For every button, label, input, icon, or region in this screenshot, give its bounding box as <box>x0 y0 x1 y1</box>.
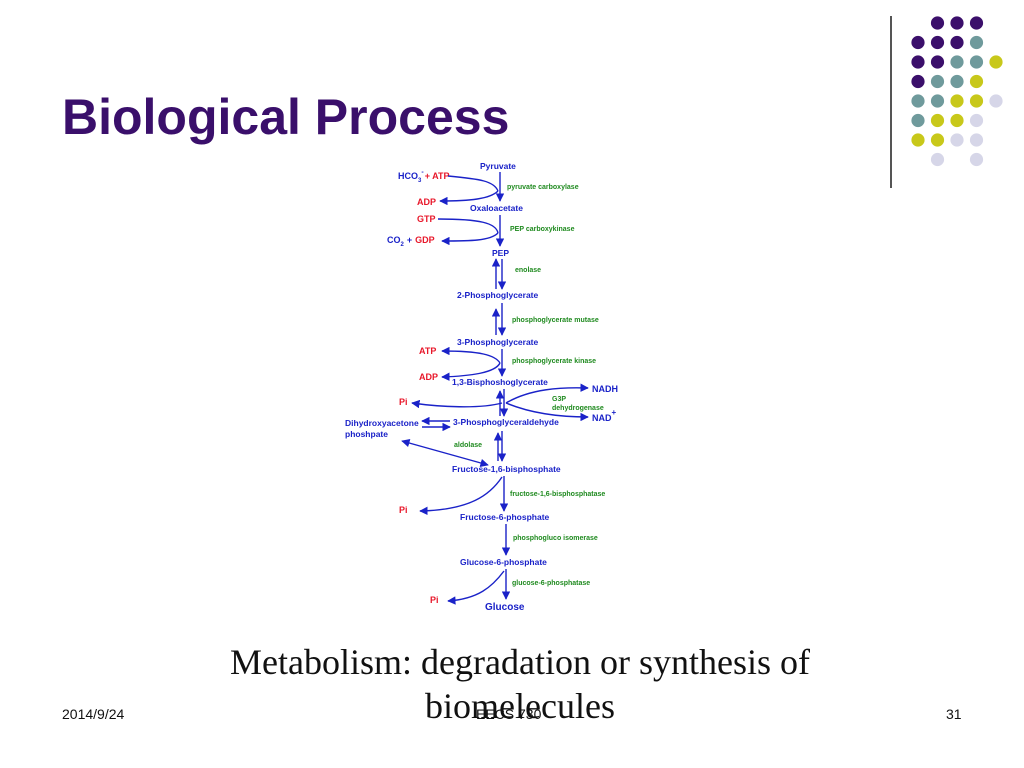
decorative-dot <box>969 94 984 108</box>
decorative-dot <box>950 55 964 69</box>
footer-page-number: 31 <box>946 706 962 722</box>
decorative-dot <box>969 133 984 147</box>
decorative-dot <box>950 113 964 128</box>
cofactor-pi-1: Pi <box>399 397 408 407</box>
enzyme-phosphogluco-isomerase: phosphogluco isomerase <box>513 535 598 542</box>
arrow-gdp-out <box>441 232 499 246</box>
decorative-dot <box>911 113 925 128</box>
arrow-pi-out-2 <box>419 476 503 516</box>
cofactor-nadh: NADH <box>592 384 618 394</box>
arrow-nad-out <box>505 402 589 422</box>
cofactor-adp-2: ADP <box>419 372 438 382</box>
decorative-dot <box>930 35 945 50</box>
decorative-dot <box>930 55 945 69</box>
cofactor-pi-2: Pi <box>399 505 408 515</box>
enzyme-phosphoglycerate-kinase: phosphoglycerate kinase <box>512 358 596 365</box>
decorative-dot <box>930 113 945 128</box>
cofactor-hco3-atp: HCO3-+ ATP <box>398 169 449 184</box>
metabolite-3-phosphoglycerate: 3-Phosphoglycerate <box>457 337 539 347</box>
decorative-dot <box>930 94 945 108</box>
decorative-dot <box>930 16 945 30</box>
slide-title: Biological Process <box>62 89 510 145</box>
decorative-dot <box>911 133 925 147</box>
decorative-dot <box>950 94 964 108</box>
arrow-pi-out-3 <box>447 570 505 605</box>
decorative-dot <box>950 35 964 50</box>
arrow-dhap-to-f16bp <box>401 438 489 468</box>
enzyme-phosphoglycerate-mutase: phosphoglycerate mutase <box>512 317 599 324</box>
decorative-dot <box>969 74 984 89</box>
arrow-adp-out <box>439 190 499 206</box>
metabolite-1-3-bisphosphoglycerate: 1,3-Bisphoshoglycerate <box>452 377 548 387</box>
metabolite-pep: PEP <box>492 248 509 258</box>
slide-caption: Metabolism: degradation or synthesis of … <box>230 642 810 726</box>
decorative-dot <box>969 55 984 69</box>
decorative-dot <box>969 113 984 128</box>
enzyme-aldolase: aldolase <box>454 442 482 449</box>
enzyme-enolase: enolase <box>515 267 541 274</box>
decorative-dot <box>950 74 964 89</box>
decorative-dot <box>969 35 984 50</box>
decorative-dot <box>950 133 964 147</box>
decorative-dot-grid <box>911 16 1003 167</box>
metabolite-3-phosphoglyceraldehyde: 3-Phosphoglyceraldehyde <box>453 417 559 427</box>
decorative-dot <box>969 152 984 167</box>
decorative-dot <box>930 133 945 147</box>
arrow-atp-in <box>441 346 501 364</box>
arrow-nadh-in <box>505 383 589 404</box>
enzyme-pep-carboxykinase: PEP carboxykinase <box>510 226 575 233</box>
metabolite-fructose-6-phosphate: Fructose-6-phosphate <box>460 512 550 522</box>
decorative-dot <box>930 152 945 167</box>
metabolite-glucose: Glucose <box>485 602 525 613</box>
decorative-dot <box>930 74 945 89</box>
decorative-dot <box>911 94 925 108</box>
enzyme-fructose-bisphosphatase: fructose-1,6-bisphosphatase <box>510 491 605 498</box>
cofactor-atp: ATP <box>419 346 436 356</box>
decorative-dot <box>950 16 964 30</box>
decorative-dot <box>911 35 925 50</box>
arrow-pi-out <box>411 399 503 409</box>
arrow-adp-in <box>441 362 501 381</box>
enzyme-glucose-6-phosphatase: glucose-6-phosphatase <box>512 580 590 587</box>
metabolite-fructose-1-6-bisphosphate: Fructose-1,6-bisphosphate <box>452 464 561 474</box>
decorative-dot <box>911 55 925 69</box>
cofactor-co2-gdp: CO2+GDP <box>387 235 435 248</box>
decorative-dot <box>969 16 984 30</box>
arrow-gtp-in <box>437 218 499 234</box>
footer-course: EECS 730 <box>476 706 542 722</box>
metabolite-2-phosphoglycerate: 2-Phosphoglycerate <box>457 290 539 300</box>
decorative-dot <box>911 74 925 89</box>
enzyme-pyruvate-carboxylase: pyruvate carboxylase <box>507 184 579 191</box>
cofactor-nad: NAD+ <box>592 408 617 423</box>
cofactor-pi-3: Pi <box>430 595 439 605</box>
metabolite-glucose-6-phosphate: Glucose-6-phosphate <box>460 557 547 567</box>
arrow-hco3-atp-in <box>447 175 499 192</box>
cofactor-adp: ADP <box>417 197 436 207</box>
decorative-dot <box>989 55 1003 69</box>
metabolite-oxaloacetate: Oxaloacetate <box>470 203 523 213</box>
gluconeogenesis-pathway-diagram: Pyruvate Oxaloacetate PEP 2-Phosphoglyce… <box>345 161 618 613</box>
divider-line <box>890 16 892 188</box>
metabolite-pyruvate: Pyruvate <box>480 161 516 171</box>
footer-date: 2014/9/24 <box>62 706 125 722</box>
decorative-dot <box>989 94 1003 108</box>
cofactor-gtp: GTP <box>417 214 436 224</box>
